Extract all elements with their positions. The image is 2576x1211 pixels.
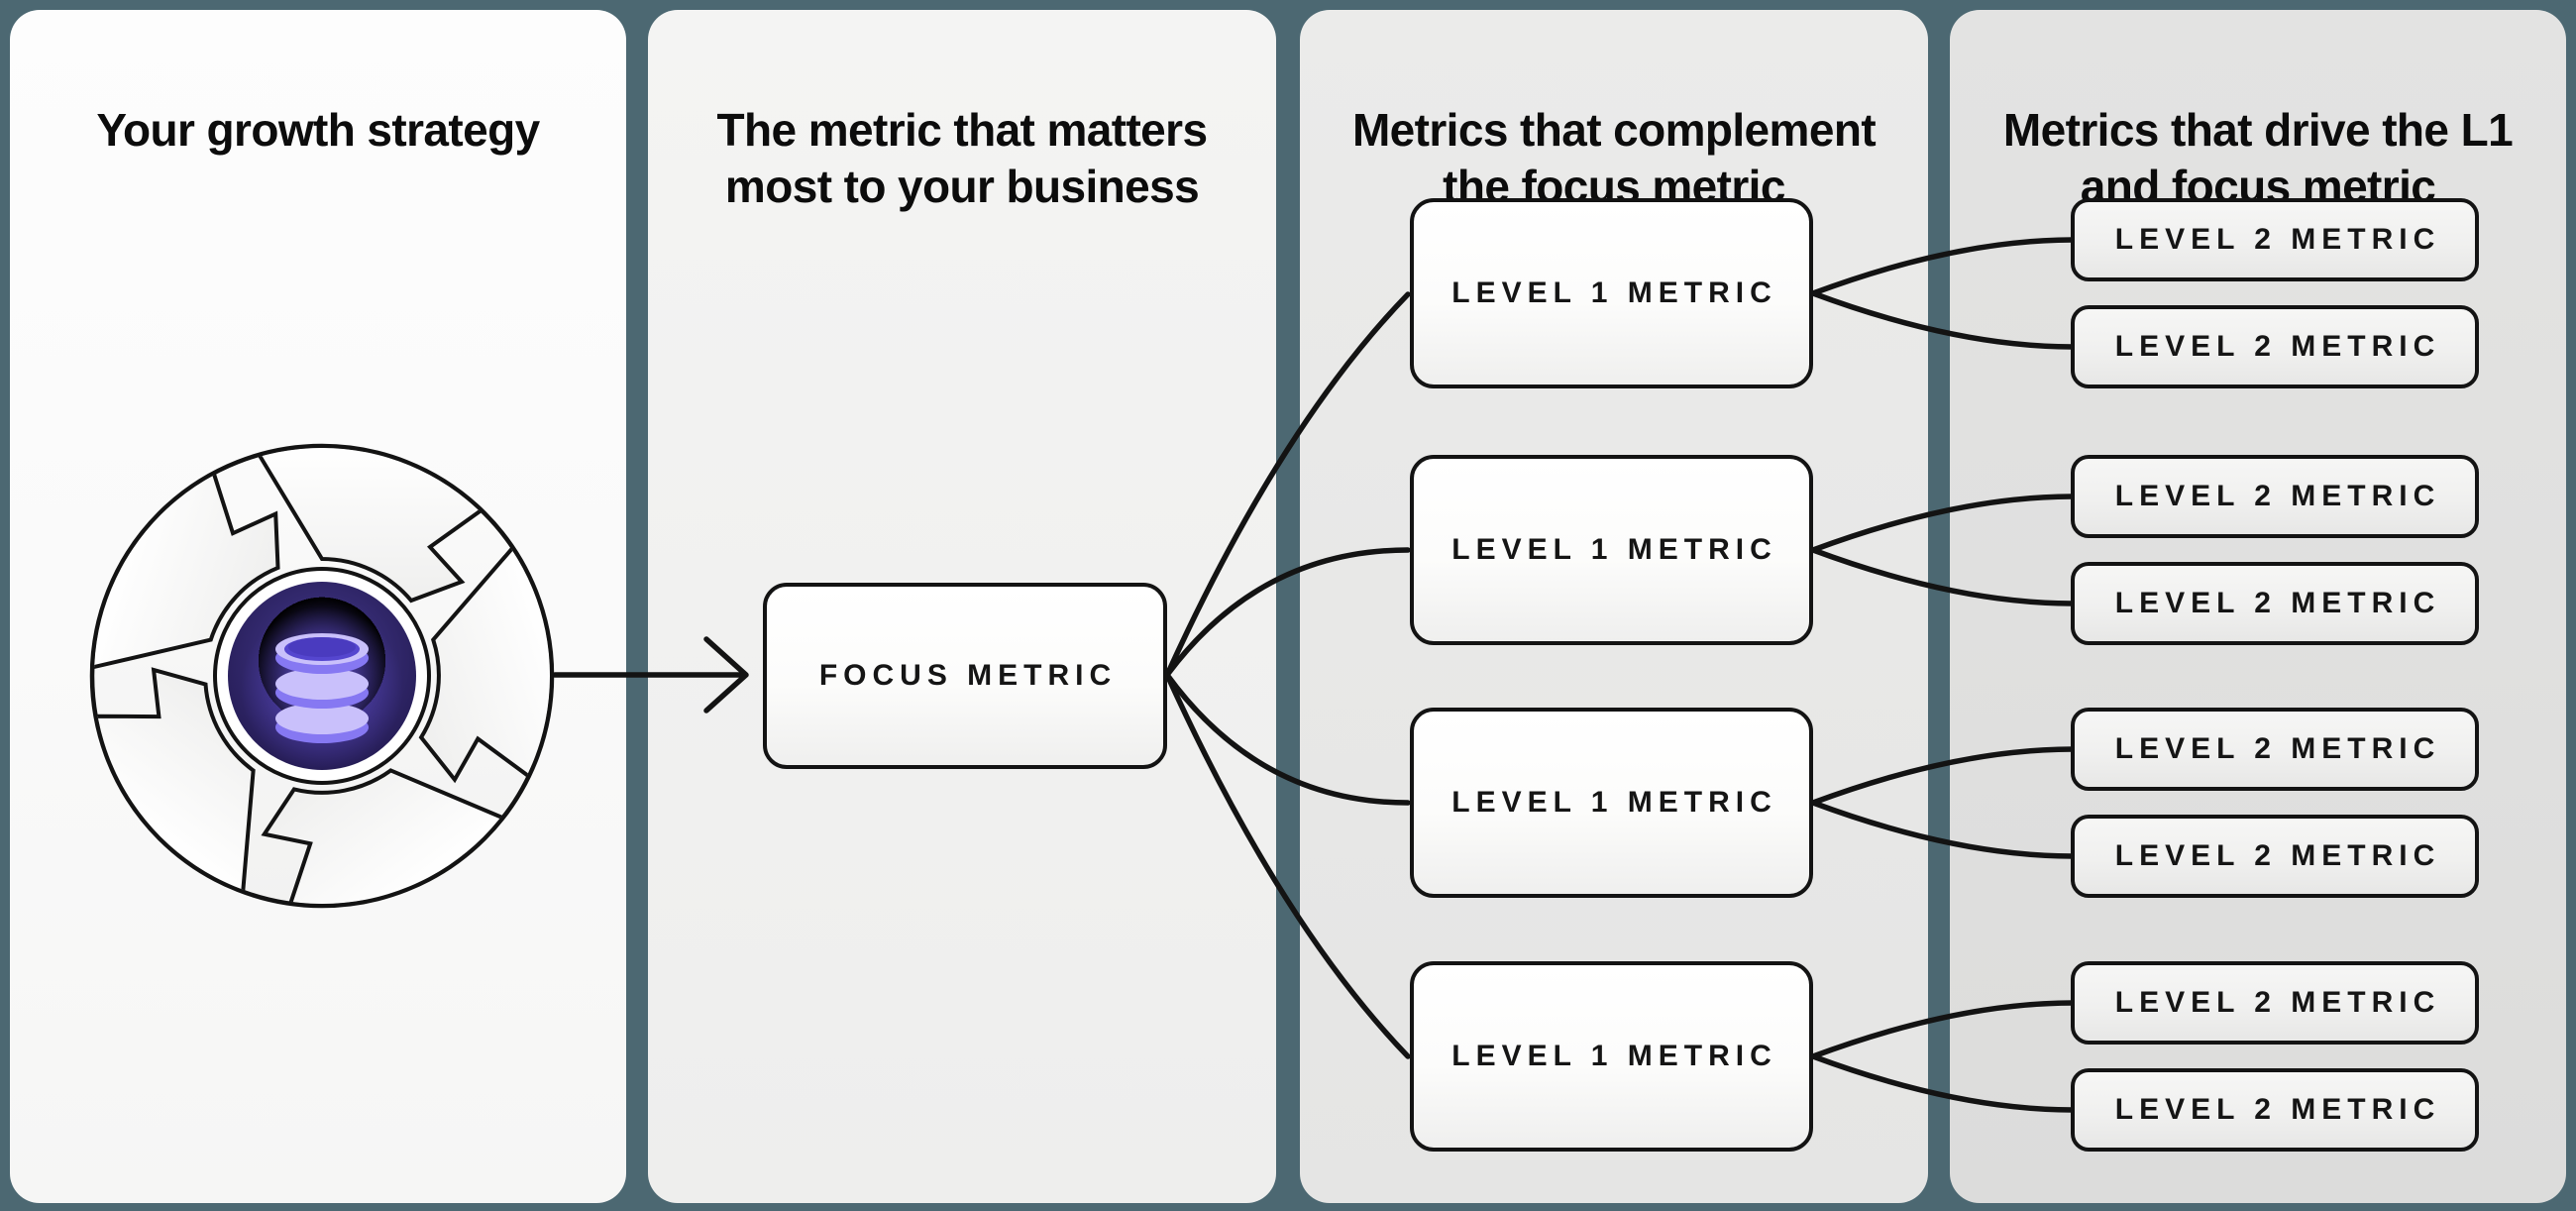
panel-level2-metrics-title: Metrics that drive the L1 and focus metr… [1950,102,2566,215]
focus-metric-node: FOCUS METRIC [763,583,1167,769]
level2-metric-label: LEVEL 2 METRIC [2114,986,2441,1019]
level2-metric-node: LEVEL 2 METRIC [2071,198,2479,281]
level2-metric-label: LEVEL 2 METRIC [2114,839,2441,872]
growth-flywheel-icon [89,443,555,909]
level2-metric-node: LEVEL 2 METRIC [2071,1068,2479,1152]
level2-metric-node: LEVEL 2 METRIC [2071,815,2479,898]
database-icon [241,606,403,769]
level2-metric-node: LEVEL 2 METRIC [2071,562,2479,645]
level1-metric-node: LEVEL 1 METRIC [1410,455,1813,645]
title-line: Metrics that drive the L1 [2002,104,2514,157]
panel-focus-metric-title: The metric that matters most to your bus… [648,102,1276,215]
title-line: most to your business [724,161,1200,213]
level1-metric-node: LEVEL 1 METRIC [1410,198,1813,388]
level1-metric-label: LEVEL 1 METRIC [1451,1040,1777,1072]
focus-metric-label: FOCUS METRIC [818,659,1118,692]
title-line: Metrics that complement [1351,104,1877,157]
level2-metric-label: LEVEL 2 METRIC [2114,330,2441,363]
title-line: The metric that matters [716,104,1209,157]
level1-metric-label: LEVEL 1 METRIC [1451,276,1777,309]
level2-metric-node: LEVEL 2 METRIC [2071,305,2479,388]
level2-metric-label: LEVEL 2 METRIC [2114,1093,2441,1126]
level2-metric-node: LEVEL 2 METRIC [2071,708,2479,791]
level2-metric-node: LEVEL 2 METRIC [2071,961,2479,1045]
level2-metric-label: LEVEL 2 METRIC [2114,732,2441,765]
panel-growth-strategy-title: Your growth strategy [96,104,540,157]
flywheel-blades [94,448,550,904]
level1-metric-label: LEVEL 1 METRIC [1451,786,1777,819]
level1-metric-node: LEVEL 1 METRIC [1410,961,1813,1152]
level1-metric-label: LEVEL 1 METRIC [1451,533,1777,566]
level2-metric-label: LEVEL 2 METRIC [2114,587,2441,619]
level2-metric-label: LEVEL 2 METRIC [2114,223,2441,256]
level2-metric-label: LEVEL 2 METRIC [2114,480,2441,512]
level2-metric-node: LEVEL 2 METRIC [2071,455,2479,538]
level1-metric-node: LEVEL 1 METRIC [1410,708,1813,898]
